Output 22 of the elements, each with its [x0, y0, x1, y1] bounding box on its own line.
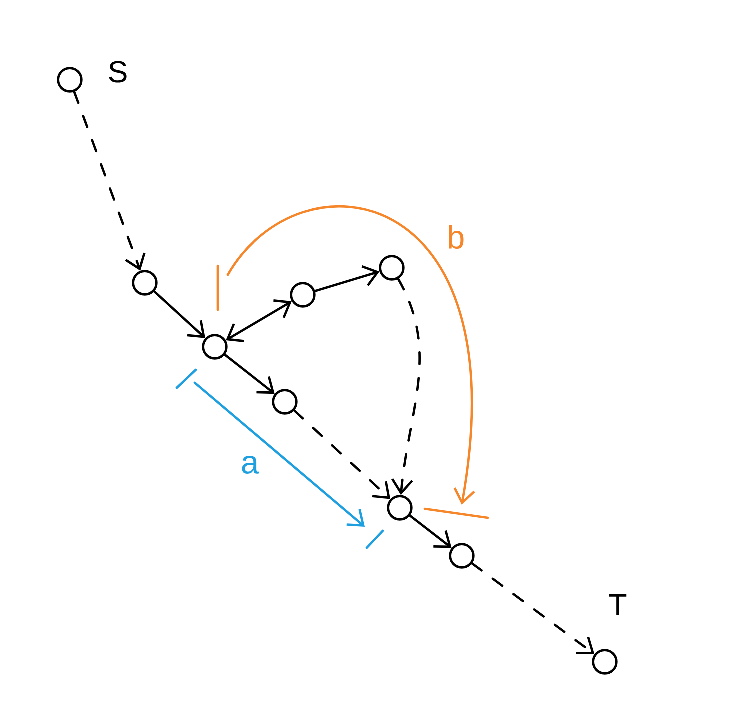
arrow [153, 290, 206, 338]
node-circle [592, 649, 618, 675]
node-label: S [109, 61, 127, 83]
node-circle [290, 282, 316, 308]
arrow [314, 265, 380, 292]
arrow [408, 514, 452, 548]
dimension-label: a [242, 456, 260, 474]
arrow [293, 410, 391, 500]
dimension-label: b [449, 224, 464, 250]
node-circle [449, 543, 475, 569]
node-circle [132, 270, 158, 296]
node-circle [379, 255, 405, 281]
node-circle [57, 67, 83, 93]
arrow [392, 278, 421, 496]
arrow [224, 354, 275, 394]
node-circle [202, 334, 228, 360]
arrow [226, 300, 292, 342]
node-label: T [609, 594, 627, 616]
node-circle [272, 389, 298, 415]
arrow [73, 90, 146, 271]
node-circle [387, 495, 413, 521]
arrow [471, 562, 595, 654]
